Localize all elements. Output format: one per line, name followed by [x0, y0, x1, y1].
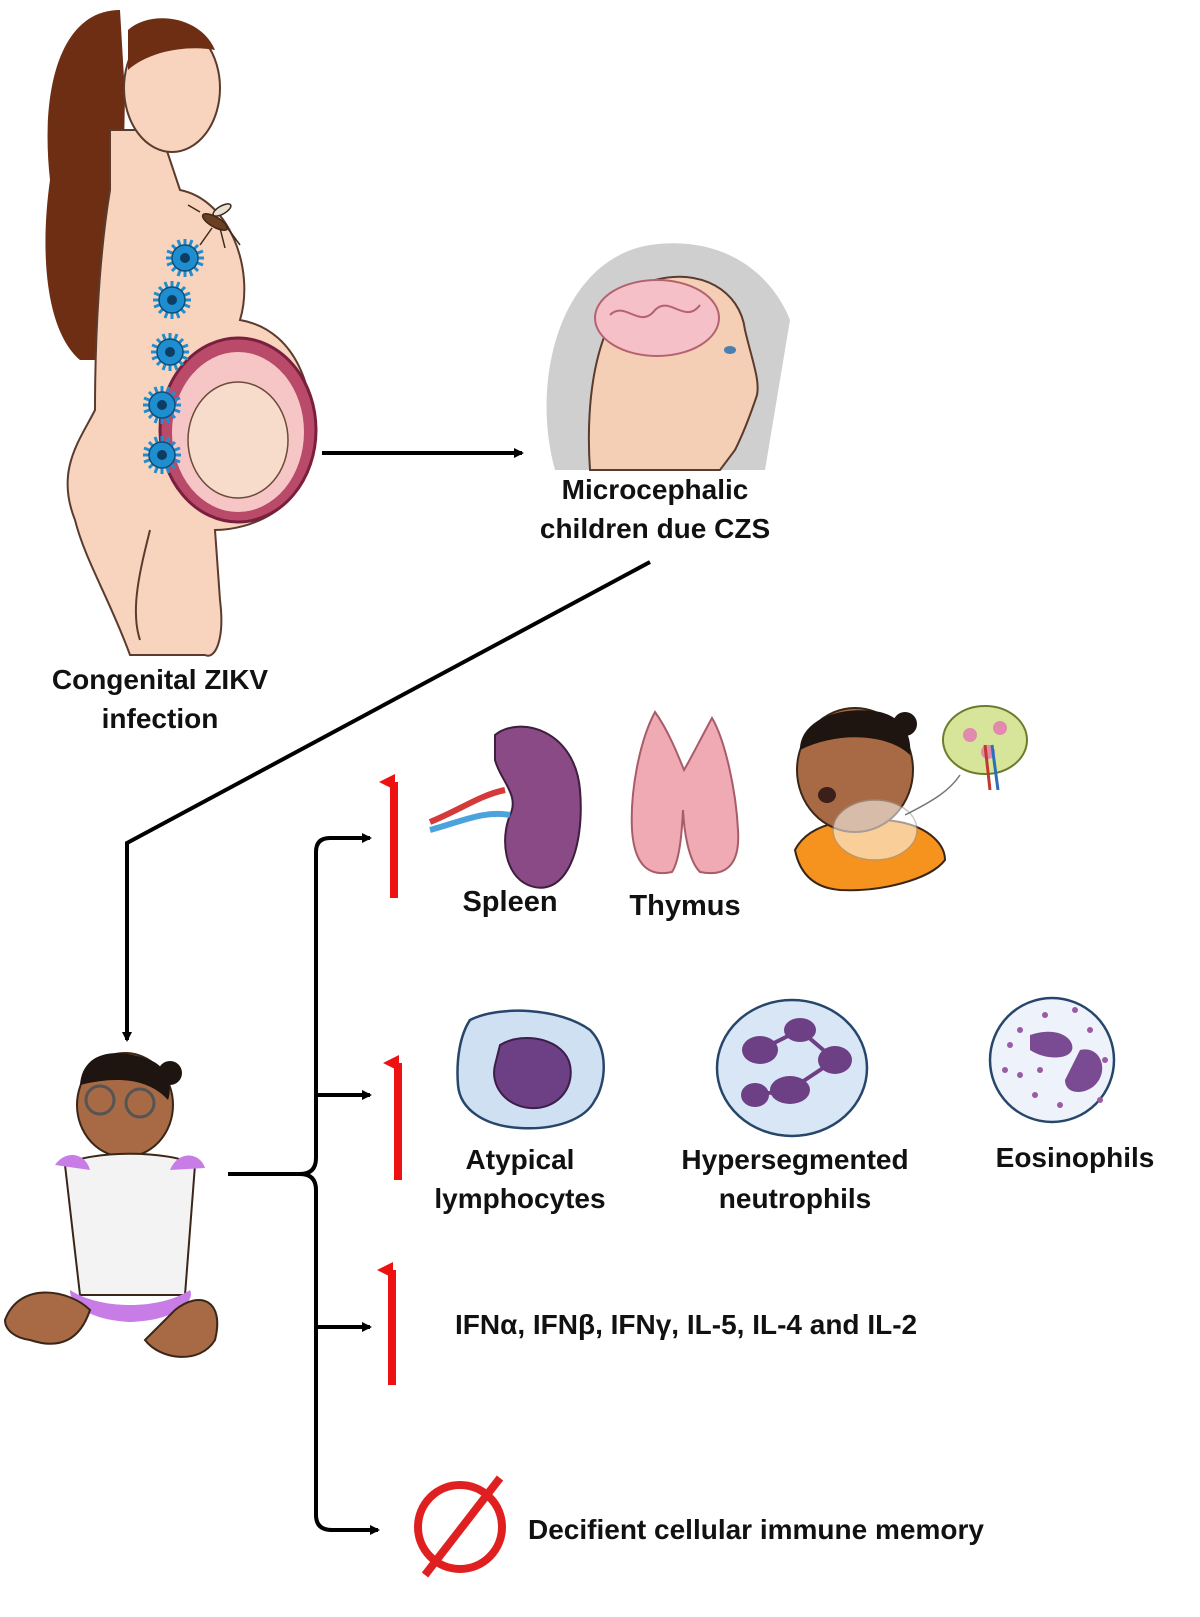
- label-congenital-line1: Congenital ZIKV: [51, 664, 269, 695]
- label-congenital-zikv-infection: Congenital ZIKV infection: [10, 660, 310, 738]
- label-deficient-immune-memory: Decifient cellular immune memory: [528, 1514, 984, 1545]
- eosinophil-icon: [988, 996, 1116, 1124]
- spleen-icon: [428, 725, 582, 889]
- label-hyperseg-line2: neutrophils: [718, 1183, 872, 1215]
- mosquito-icon: [187, 203, 241, 249]
- pregnant-woman-illustration: [45, 10, 318, 657]
- hypersegmented-neutrophil-icon: [715, 998, 869, 1138]
- label-congenital-line2: infection: [101, 703, 219, 735]
- increase-arrow-icon: [377, 774, 402, 1385]
- label-atypical-line1: Atypical: [465, 1144, 575, 1175]
- branch-connector: [228, 833, 380, 1535]
- label-microcephalic-children: Microcephalic children due CZS: [505, 470, 805, 548]
- label-microcephalic-line1: Microcephalic: [561, 474, 749, 505]
- prohibition-icon: [414, 1475, 506, 1578]
- label-atypical-lymphocytes: Atypical lymphocytes: [410, 1140, 630, 1218]
- arrow-child-to-baby: [122, 560, 651, 1042]
- label-cytokines: IFNα, IFNβ, IFNγ, IL-5, IL-4 and IL-2: [455, 1309, 918, 1340]
- thymus-icon: [630, 710, 740, 875]
- lymph-node-icon: [942, 705, 1028, 791]
- label-thymus: Thymus: [629, 890, 741, 922]
- label-atypical-line2: lymphocytes: [434, 1183, 606, 1215]
- atypical-lymphocyte-icon: [456, 1009, 605, 1130]
- label-eosinophils: Eosinophils: [995, 1142, 1155, 1173]
- label-hypersegmented-neutrophils: Hypersegmented neutrophils: [655, 1140, 935, 1218]
- label-hyperseg-line1: Hypersegmented: [681, 1144, 909, 1175]
- girl-with-lymph-node-illustration: [793, 707, 961, 892]
- label-spleen: Spleen: [462, 886, 558, 918]
- label-microcephalic-line2: children due CZS: [539, 513, 771, 545]
- microcephalic-child-head: [546, 243, 790, 471]
- baby-girl-illustration: [3, 1052, 219, 1358]
